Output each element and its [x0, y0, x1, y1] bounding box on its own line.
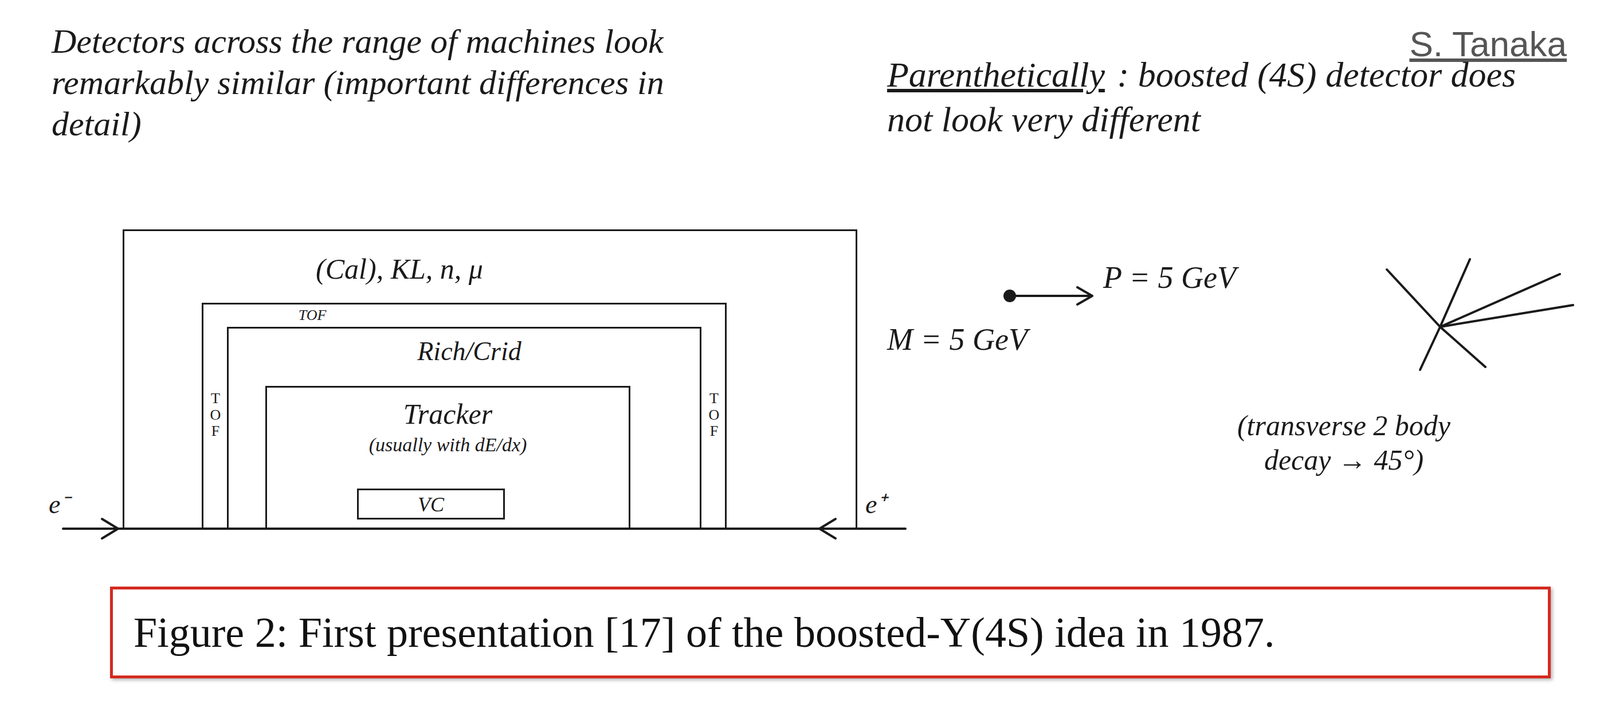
node-text: (usually with dE/dx)	[267, 433, 629, 456]
beam-label: e⁺	[865, 488, 886, 520]
node-text: TOF	[289, 306, 336, 324]
caption-text: Figure 2: First presentation [17] of the…	[133, 608, 1543, 657]
tof-band: TOFTOFTOFRich/CridTracker(usually with d…	[201, 302, 727, 529]
node-text: Tracker	[267, 397, 629, 431]
beam-arrowhead	[819, 518, 836, 539]
beam-line	[63, 527, 906, 530]
beam-label: e⁻	[48, 488, 70, 520]
node-text: (Cal), KL, n, μ	[284, 252, 515, 286]
momentum-arrow	[1009, 294, 1092, 297]
node-text: TOF	[208, 390, 223, 440]
tracker-box: Tracker(usually with dE/dx) VC	[265, 385, 631, 529]
node-text: TOF	[706, 390, 722, 440]
decay-rays	[1386, 259, 1574, 370]
momentum-arrowhead	[1077, 287, 1093, 305]
decay-note: (transverse 2 body decay → 45°)	[1200, 408, 1488, 477]
rich-box: Rich/CridTracker(usually with dE/dx) VC	[226, 326, 702, 529]
node-text: Rich/Crid	[354, 336, 584, 367]
beam-arrowhead	[102, 518, 119, 539]
handwritten-remark: Parenthetically: boosted (4S) detector d…	[887, 52, 1564, 142]
detector-outer-box: (Cal), KL, n, μTOFTOFTOFRich/CridTracker…	[122, 229, 858, 529]
handwritten-note: Detectors across the range of machines l…	[51, 20, 728, 145]
remark-heading: Parenthetically	[887, 55, 1105, 94]
node-text: VC	[358, 492, 504, 517]
vertex-chamber-box: VC	[357, 488, 505, 520]
momentum-label: P = 5 GeV	[1103, 259, 1237, 297]
mass-label: M = 5 GeV	[887, 320, 1028, 359]
particle-dot	[1003, 289, 1017, 303]
caption-box: Figure 2: First presentation [17] of the…	[110, 586, 1551, 678]
